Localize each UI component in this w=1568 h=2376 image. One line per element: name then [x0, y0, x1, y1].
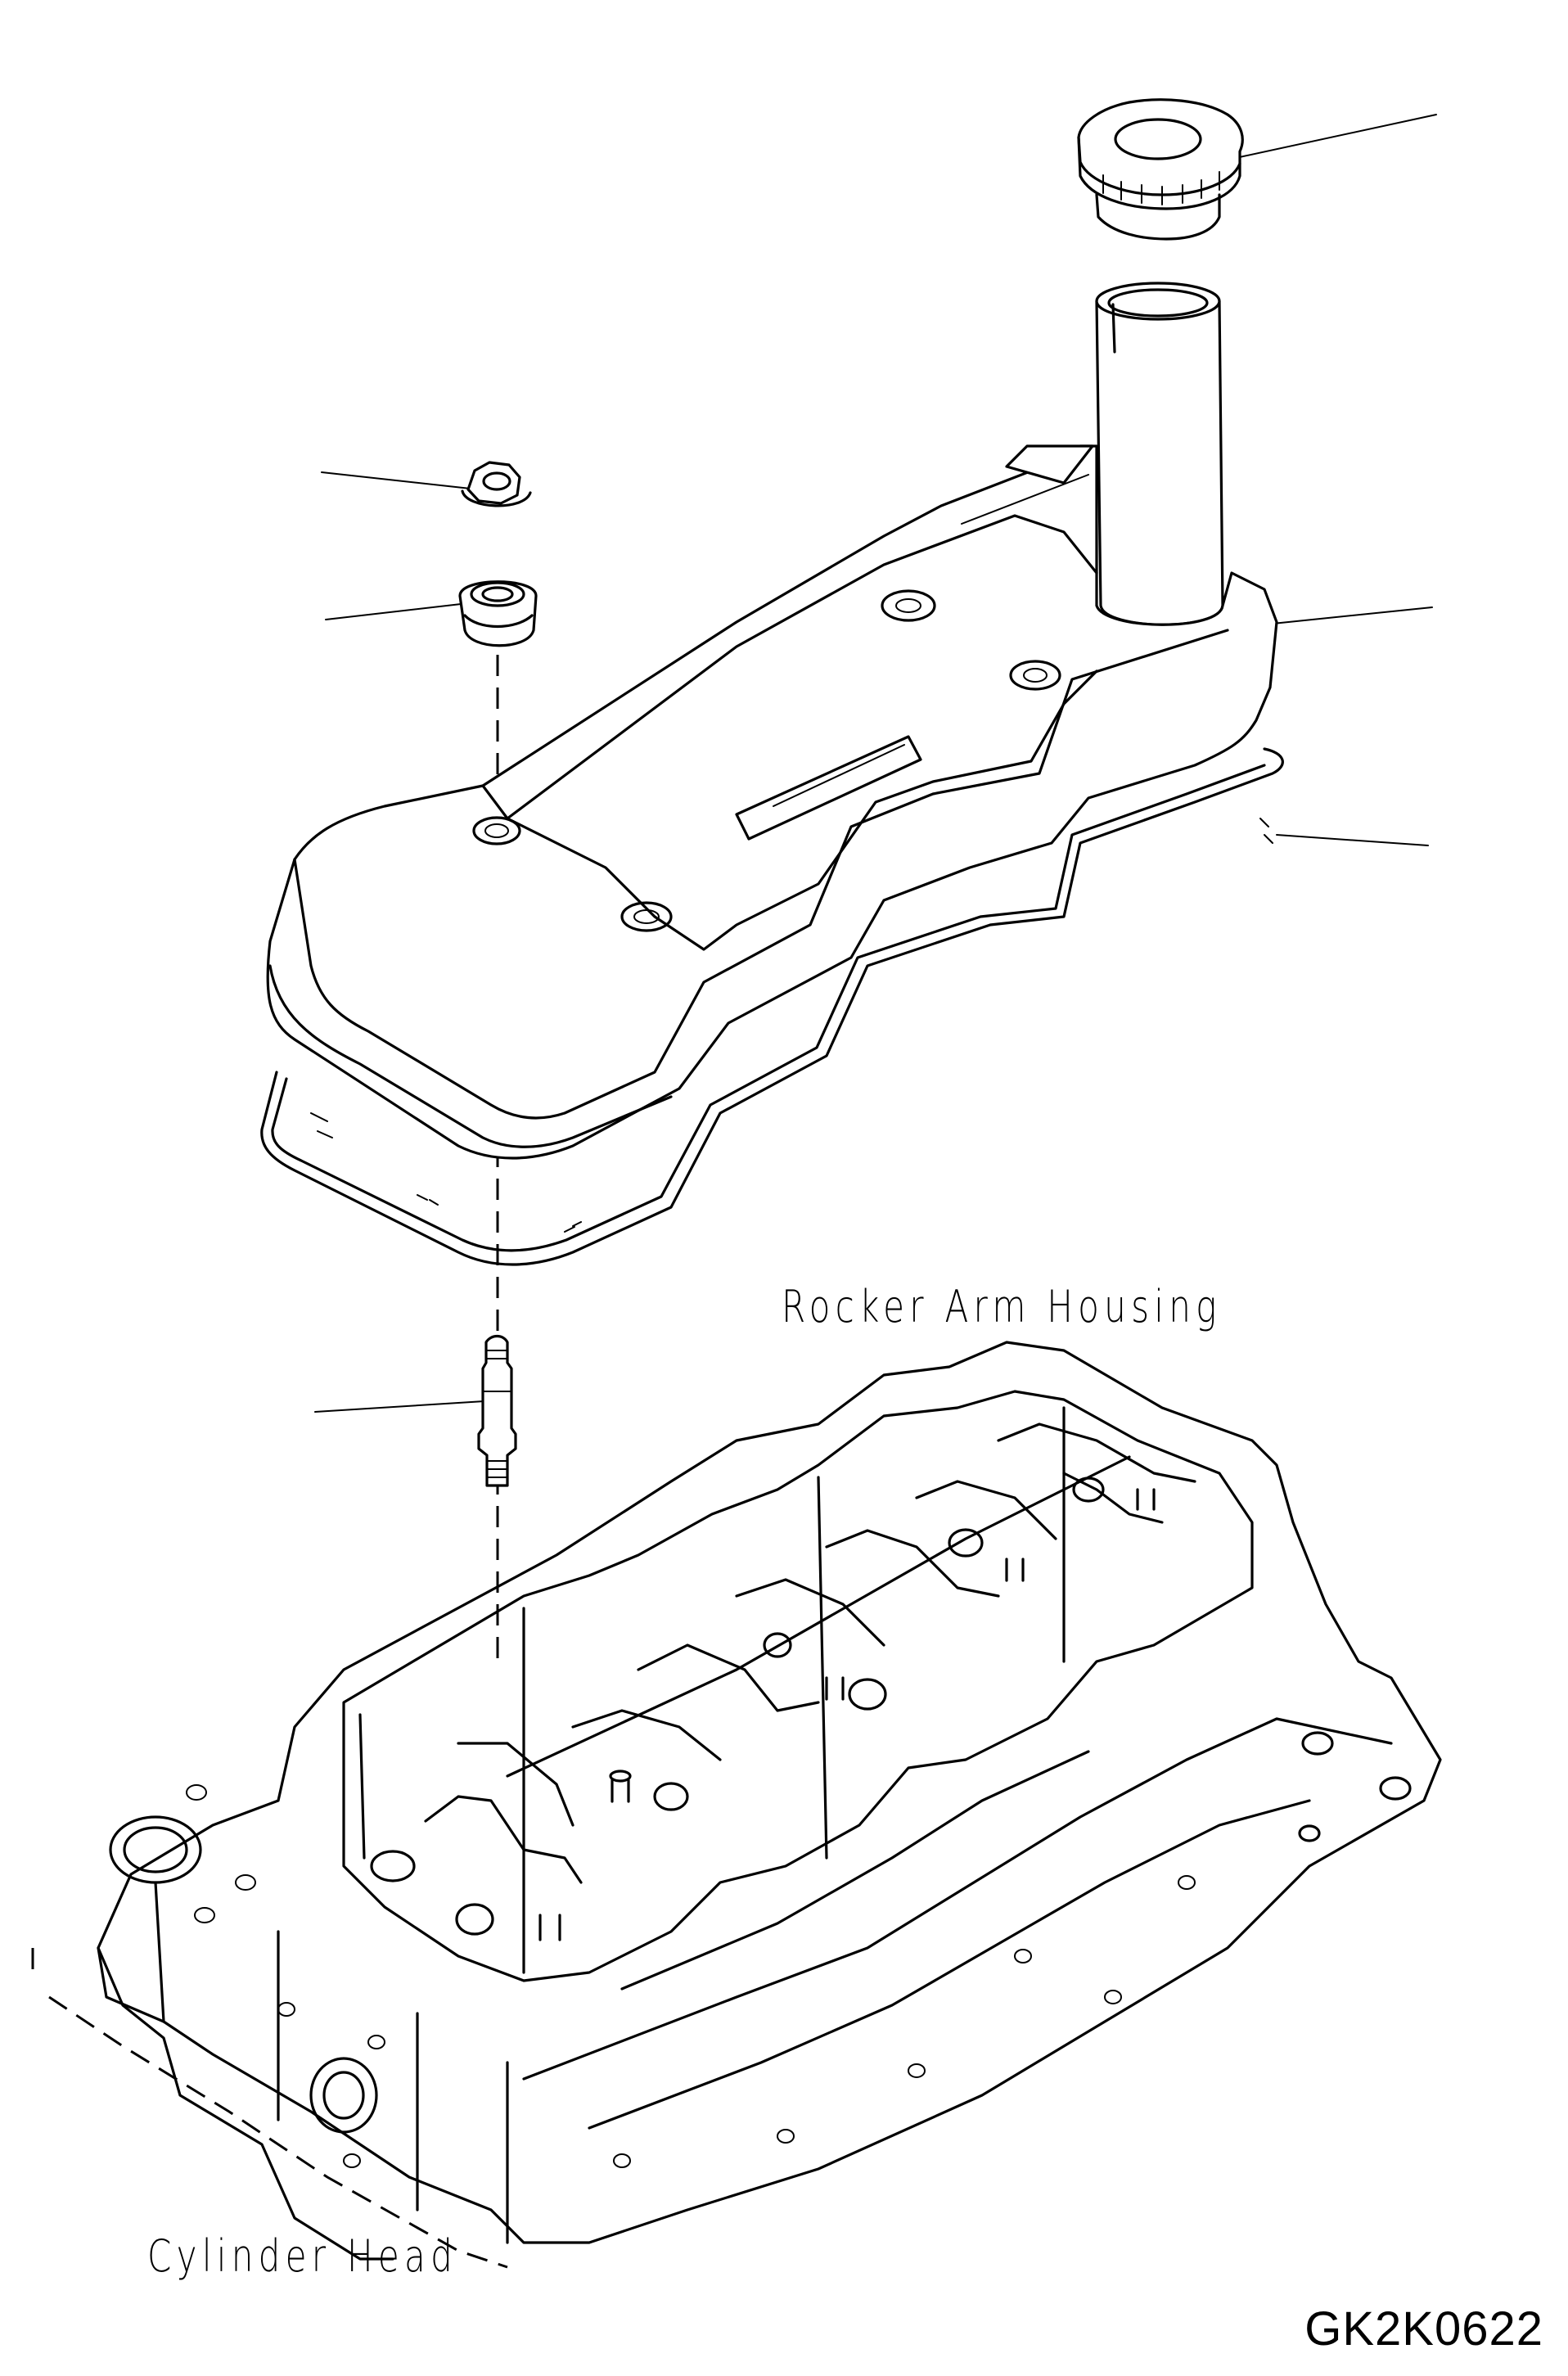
rocker-arm-housing-label: Rocker Arm Housing: [782, 1281, 1222, 1332]
oil-filler-cap-icon: [1077, 98, 1244, 241]
flange-nut-icon: [461, 461, 532, 507]
figure-code: GK2K0622: [1304, 2302, 1543, 2356]
seal-washer-icon: [458, 580, 538, 647]
rocker-cover-gasket-icon: [260, 747, 1284, 1266]
stud-bolt-icon: [477, 1334, 517, 1487]
rocker-arm-housing-cover-icon: [266, 444, 1278, 1160]
leader-rocker-cover: [1272, 606, 1433, 624]
leader-nut: [321, 471, 471, 489]
leader-seal-washer: [325, 602, 469, 620]
cylinder-head-icon: [31, 1341, 1442, 2269]
callout-leaders: [314, 114, 1437, 1413]
oil-filler-tube-icon: [1095, 282, 1224, 626]
leader-stud: [314, 1400, 485, 1413]
leader-gasket: [1276, 834, 1429, 846]
leader-oil-filler-cap: [1235, 114, 1437, 159]
cylinder-head-label: Cylinder Head: [147, 2230, 458, 2282]
